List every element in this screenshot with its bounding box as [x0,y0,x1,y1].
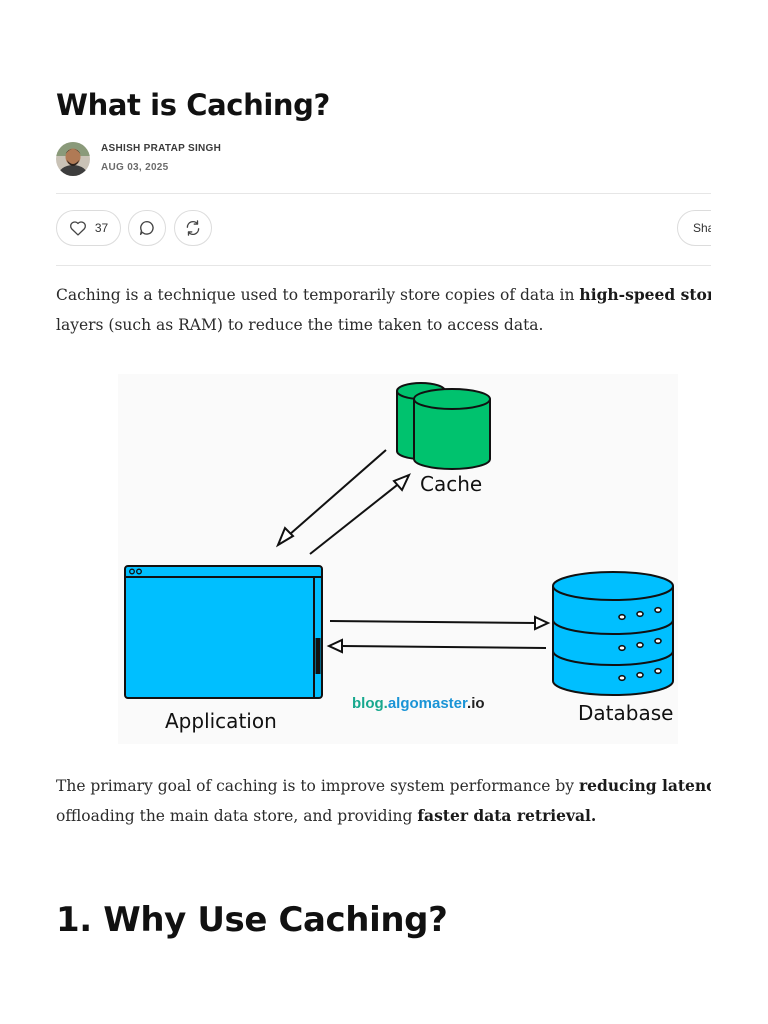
restack-icon [184,219,202,237]
goal-paragraph: The primary goal of caching is to improv… [56,771,711,831]
cache-app-arrows [275,449,411,555]
cache-label: Cache [420,472,482,496]
intro-line-1: Caching is a technique used to temporari… [56,285,711,304]
application-label: Application [165,709,277,733]
application-window-icon [124,565,323,699]
intro-paragraph: Caching is a technique used to temporari… [56,280,711,340]
article-title: What is Caching? [56,88,330,122]
app-db-arrows [326,615,551,654]
divider [56,265,711,266]
comment-icon [138,219,156,237]
database-label: Database [578,701,673,725]
share-button[interactable]: Share [677,210,711,246]
heart-icon [69,220,87,236]
brand-watermark: blog.algomaster.io [352,695,485,712]
share-label: Share [677,210,711,246]
restack-button[interactable] [174,210,212,246]
author-avatar[interactable] [56,142,90,176]
caching-diagram: Cache Application [118,374,678,744]
like-count: 37 [94,221,109,235]
like-button[interactable]: 37 [56,210,121,246]
section-heading: 1. Why Use Caching? [56,900,448,940]
comment-button[interactable] [128,210,166,246]
goal-line-2: offloading the main data store, and prov… [56,806,597,825]
goal-line-1: The primary goal of caching is to improv… [56,776,711,795]
publish-date: AUG 03, 2025 [101,162,169,173]
author-name[interactable]: ASHISH PRATAP SINGH [101,143,222,154]
cache-icon [396,382,491,470]
intro-line-2: layers (such as RAM) to reduce the time … [56,316,544,334]
database-icon [552,571,674,696]
divider [56,193,711,194]
